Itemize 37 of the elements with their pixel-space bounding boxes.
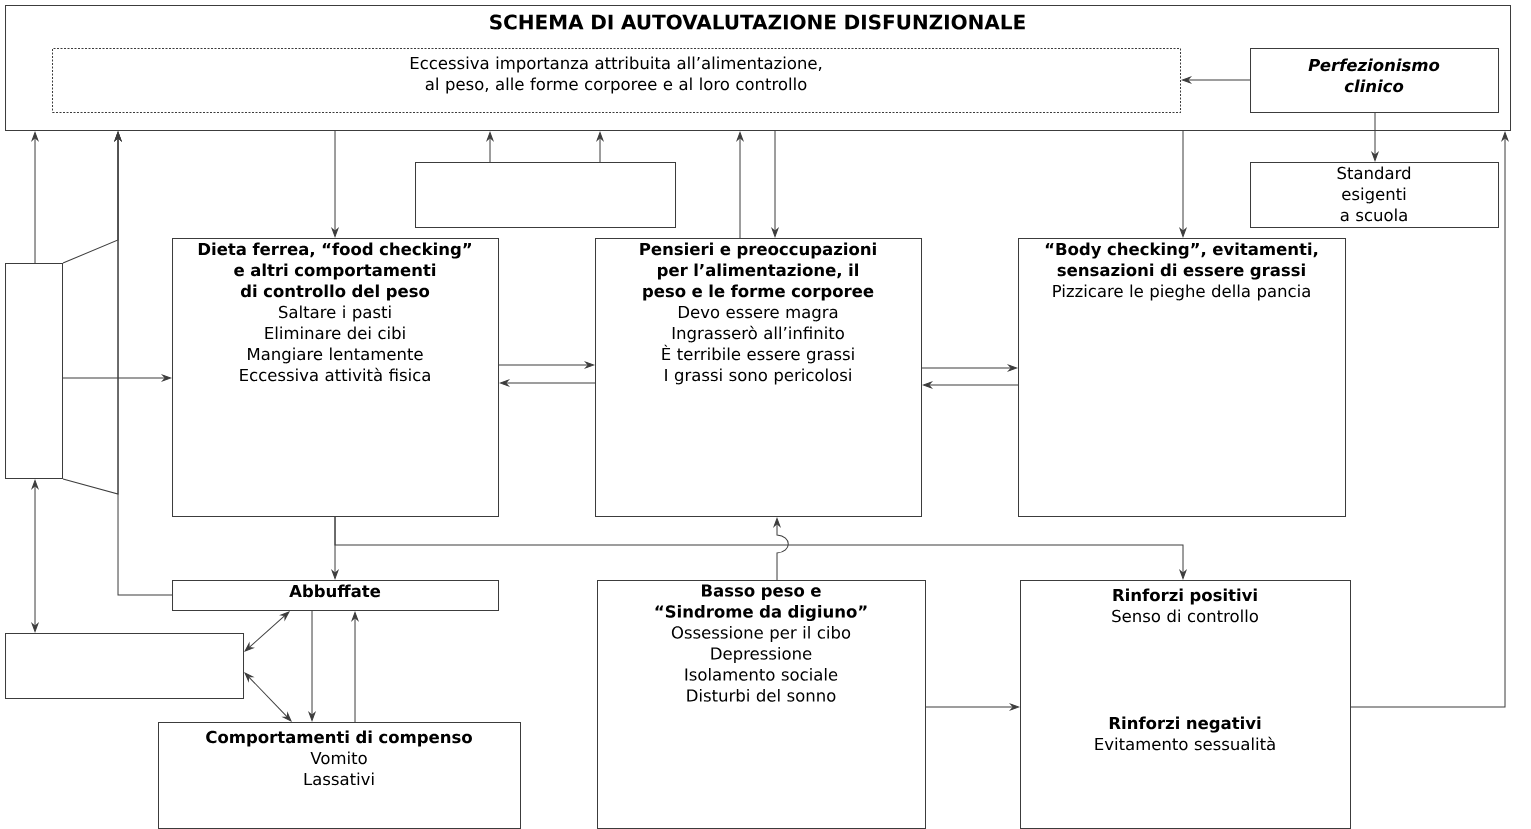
arrow <box>244 611 290 652</box>
arrow <box>498 361 595 369</box>
empty-box <box>415 162 676 228</box>
arrow <box>334 516 1187 580</box>
text-box: Abbuffate <box>172 580 499 611</box>
empty-box <box>5 633 244 699</box>
arrow <box>244 672 292 722</box>
arrow <box>308 610 316 722</box>
text-box: Pensieri e preoccupazioni per l’alimentazione, il peso e le forme corporee Devo essere magra Ingrasserò all’infinito È terribile essere grassi I grassi sono pericolosi <box>595 238 922 517</box>
arrow <box>925 703 1020 711</box>
arrow <box>771 130 779 238</box>
text-box: Rinforzi positivi Senso di controllo Rinforzi negativi Evitamento sessualità <box>1020 580 1351 829</box>
arrow <box>31 479 39 633</box>
arrow <box>736 131 744 239</box>
arrow <box>1179 130 1187 238</box>
text-box: Comportamenti di compenso Vomito Lassativi <box>158 722 521 829</box>
arrow <box>596 131 604 163</box>
text-box: Perfezionismo clinico <box>1250 48 1499 113</box>
text-box: Dieta ferrea, “food checking” e altri comportamenti di controllo del peso Saltare i pasti Eliminare dei cibi Mangiare lentamente Eccessiva attività fisica <box>172 238 499 517</box>
arrow <box>922 381 1019 389</box>
arrow <box>500 379 596 387</box>
arrow <box>486 131 494 163</box>
text-box: “Body checking”, evitamenti, sensazioni di essere grassi Pizzicare le pieghe della pancia <box>1018 238 1346 517</box>
text-box: Basso peso e “Sindrome da digiuno” Ossessione per il cibo Depressione Isolamento sociale Disturbi del sonno <box>597 580 926 829</box>
arrow <box>1371 112 1379 162</box>
empty-box <box>5 263 63 479</box>
arrow <box>921 364 1018 372</box>
arrow <box>31 131 39 264</box>
arrow <box>1181 76 1251 84</box>
arrow <box>62 374 172 382</box>
dashed-box: Eccessiva importanza attribuita all’alimentazione, al peso, alle forme corporee e al loro controllo <box>52 48 1181 113</box>
arrow <box>1350 131 1509 708</box>
text-box: Standard esigenti a scuola <box>1250 162 1499 228</box>
arrow <box>114 131 173 596</box>
arrow <box>773 517 789 581</box>
arrow <box>351 611 359 723</box>
arrow <box>331 130 339 238</box>
